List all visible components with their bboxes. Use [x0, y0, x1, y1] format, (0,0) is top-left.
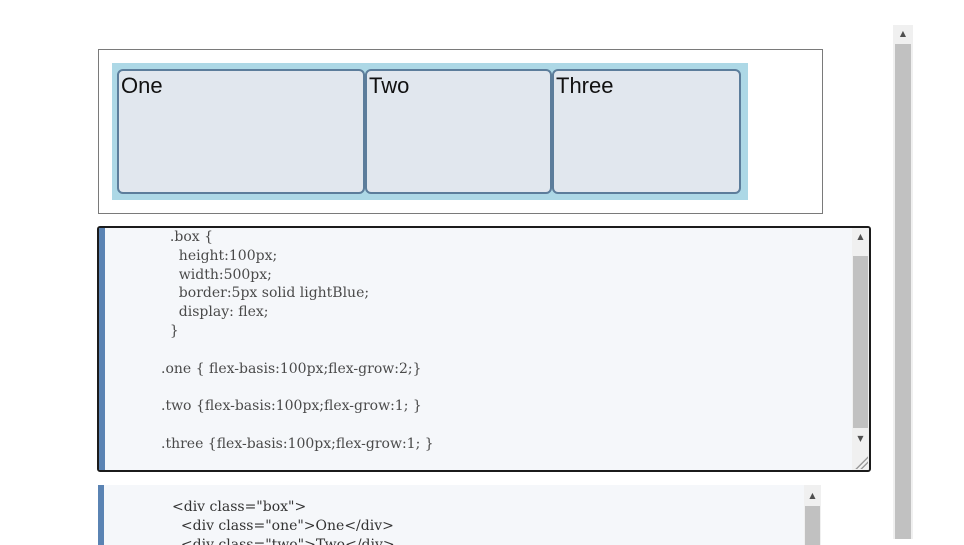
- code-line: width:500px;: [161, 266, 272, 283]
- code-line: height:100px;: [161, 247, 278, 264]
- code-line: [161, 416, 434, 435]
- scroll-down-icon[interactable]: ▼: [857, 434, 864, 443]
- page-scrollbar[interactable]: ▲: [893, 25, 913, 539]
- code-line: .box {: [161, 229, 213, 245]
- code-line: <div class="two">Two</div>: [172, 537, 395, 545]
- scroll-up-icon[interactable]: ▲: [899, 29, 907, 38]
- editor-gutter: [99, 228, 105, 470]
- code-line: <div class="one">One</div>: [172, 518, 394, 534]
- scroll-up-icon[interactable]: ▲: [857, 232, 864, 241]
- css-code-editor[interactable]: .box { height:100px; width:500px; border…: [97, 226, 871, 472]
- css-code[interactable]: .box { height:100px; width:500px; border…: [161, 228, 434, 454]
- editor-gutter: [98, 485, 104, 545]
- code-line: .two {flex-basis:100px;flex-grow:1; }: [161, 398, 422, 415]
- flex-item-two: Two: [365, 69, 552, 194]
- code-line: <div class="box">: [172, 499, 307, 515]
- scrollbar-thumb[interactable]: [805, 506, 820, 545]
- scrollbar-thumb[interactable]: [853, 256, 868, 428]
- flex-item-one: One: [117, 69, 365, 194]
- flex-box: One Two Three: [112, 63, 748, 200]
- code-line: [161, 378, 434, 397]
- resize-grip-icon[interactable]: [854, 455, 868, 469]
- code-line: }: [161, 322, 179, 339]
- rendered-preview: One Two Three: [98, 49, 823, 214]
- html-code[interactable]: <div class="box"> <div class="one">One</…: [172, 498, 395, 545]
- html-code-editor[interactable]: <div class="box"> <div class="one">One</…: [98, 485, 821, 545]
- flex-item-three: Three: [552, 69, 741, 194]
- code-line: .three {flex-basis:100px;flex-grow:1; }: [161, 435, 434, 452]
- code-line: display: flex;: [161, 304, 269, 321]
- code-line: border:5px solid lightBlue;: [161, 285, 370, 302]
- css-editor-scrollbar[interactable]: ▲ ▼: [852, 228, 869, 470]
- code-line: [161, 341, 434, 360]
- code-line: .one { flex-basis:100px;flex-grow:2;}: [161, 360, 422, 377]
- scroll-up-icon[interactable]: ▲: [809, 491, 816, 500]
- html-editor-scrollbar[interactable]: ▲: [804, 485, 821, 545]
- scrollbar-thumb[interactable]: [895, 44, 911, 539]
